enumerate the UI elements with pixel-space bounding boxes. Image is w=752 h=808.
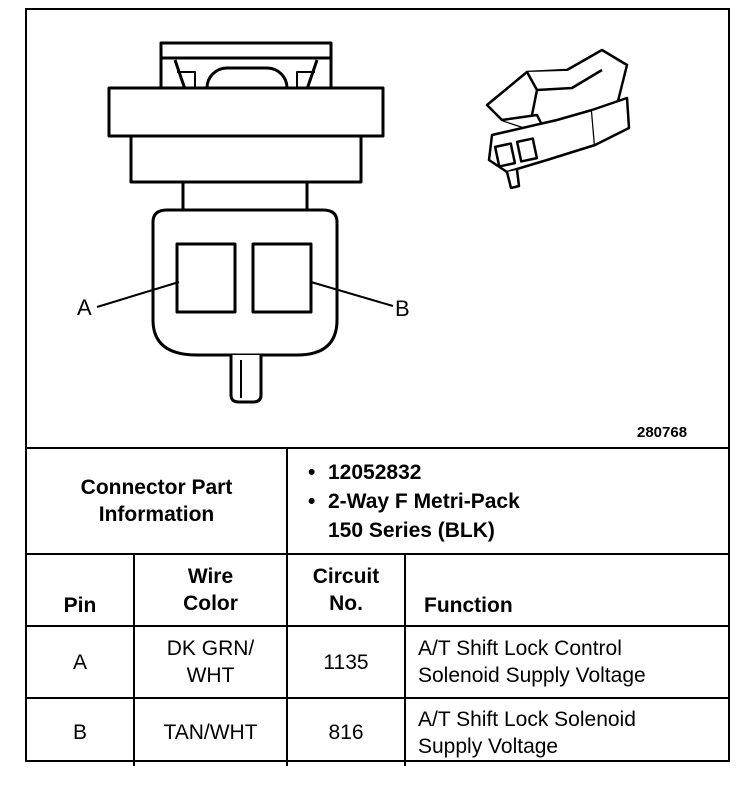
table-header-row: Pin Wire Color Circuit No. Function <box>27 553 728 627</box>
part-info-row: Connector Part Information •12052832 •2-… <box>27 447 728 555</box>
figure-id: 280768 <box>637 424 688 441</box>
pin-cell: B <box>27 697 135 766</box>
part-info-details: •12052832 •2-Way F Metri-Pack 150 Series… <box>286 447 728 555</box>
wire-color-header: Wire Color <box>133 553 288 627</box>
table-row: B TAN/WHT 816 A/T Shift Lock Solenoid Su… <box>27 697 728 766</box>
wire-color-cell: DK GRN/ WHT <box>133 625 288 699</box>
wire-color-cell: TAN/WHT <box>133 697 288 766</box>
part-description-line2: 150 Series (BLK) <box>328 518 495 542</box>
pin-cell: A <box>27 625 135 699</box>
pin-header: Pin <box>27 553 135 627</box>
connector-diagram-frame: A B 280768 Connector Part Information •1… <box>25 8 730 766</box>
connector-face-drawing <box>96 41 631 404</box>
connector-figure: A B 280768 <box>27 10 728 447</box>
pin-a-callout: A <box>77 295 92 320</box>
part-description: •2-Way F Metri-Pack <box>308 489 520 513</box>
part-info-header: Connector Part Information <box>27 447 288 555</box>
circuit-cell: 816 <box>286 697 406 766</box>
table-row: A DK GRN/ WHT 1135 A/T Shift Lock Contro… <box>27 625 728 699</box>
function-header: Function <box>404 553 728 627</box>
pin-b-callout: B <box>395 296 410 321</box>
circuit-cell: 1135 <box>286 625 406 699</box>
function-cell: A/T Shift Lock Control Solenoid Supply V… <box>404 625 728 699</box>
part-number: •12052832 <box>308 460 422 484</box>
connector-info-table: Connector Part Information •12052832 •2-… <box>27 447 728 766</box>
function-cell: A/T Shift Lock Solenoid Supply Voltage <box>404 697 728 766</box>
circuit-header: Circuit No. <box>286 553 406 627</box>
